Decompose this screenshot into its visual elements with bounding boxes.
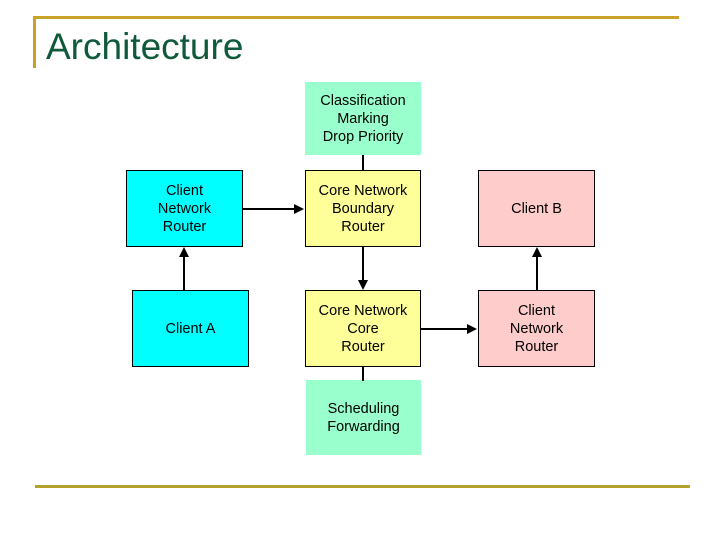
node-scheduling-annotation: Scheduling Forwarding [306,380,421,455]
connector-client-network-router-right-to-client-b [536,256,538,290]
node-client-network-router-right[interactable]: Client Network Router [478,290,595,367]
page-title: Architecture [46,26,244,67]
node-core-network-boundary-router[interactable]: Core Network Boundary Router [305,170,421,247]
arrowhead-right-to-client-network-router-right-icon [467,323,477,334]
connector-boundary-to-core-router [362,247,364,281]
title-rule-top [33,16,679,19]
node-client-b[interactable]: Client B [478,170,595,247]
node-client-network-router-left[interactable]: Client Network Router [126,170,243,247]
connector-client-network-router-left-to-boundary [243,208,296,210]
connector-core-router-to-client-network-router-right [421,328,469,330]
arrowhead-up-to-client-network-router-left-icon [178,247,189,257]
arrowhead-down-to-core-router-icon [357,280,368,290]
connector-client-a-to-client-network-router-left [183,256,185,290]
footer-rule [35,485,690,488]
node-core-network-core-router[interactable]: Core Network Core Router [305,290,421,367]
arrowhead-up-to-client-b-icon [531,247,542,257]
title-rule-left [33,16,36,68]
node-client-a[interactable]: Client A [132,290,249,367]
arrowhead-right-to-boundary-icon [294,203,304,214]
connector-classification-to-boundary [362,155,364,171]
connector-core-router-to-scheduling [362,367,364,381]
node-classification-annotation: Classification Marking Drop Priority [305,82,421,155]
